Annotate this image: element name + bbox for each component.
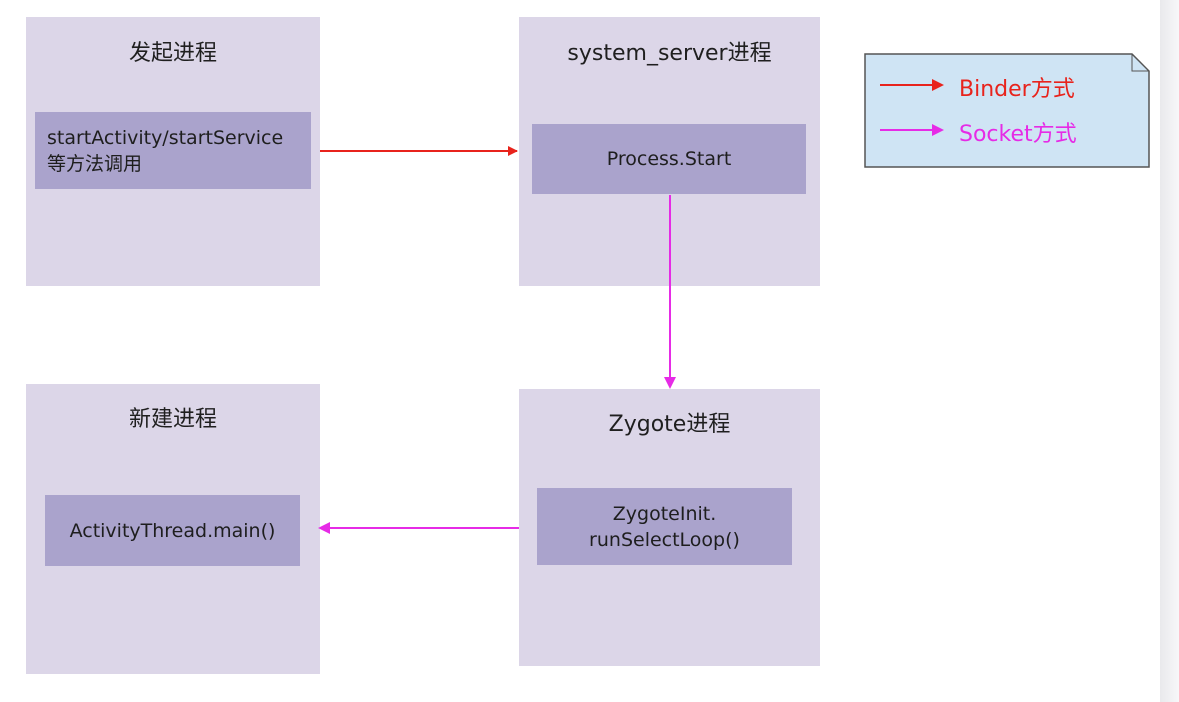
new-process-title: 新建进程	[128, 407, 217, 432]
legend: Binder方式 Socket方式	[864, 53, 1150, 168]
system-server-call-text: Process.Start	[606, 148, 732, 170]
initiator-process-box: 发起进程 startActivity/startService 等方法调用	[26, 17, 320, 286]
legend-socket-arrowhead	[932, 124, 944, 136]
legend-binder-label: Binder方式	[959, 77, 1075, 102]
initiator-call-text: startActivity/startService 等方法调用	[47, 126, 284, 175]
initiator-process-title: 发起进程	[128, 41, 217, 66]
initiator-call-box: startActivity/startService 等方法调用	[35, 112, 311, 189]
legend-frame	[864, 53, 1150, 168]
right-edge-strip	[1160, 0, 1179, 702]
new-process-call-text: ActivityThread.main()	[69, 519, 276, 542]
legend-binder-arrowhead	[932, 79, 944, 91]
zygote-call-box: ZygoteInit. runSelectLoop()	[537, 488, 792, 565]
new-process-call-box: ActivityThread.main()	[45, 495, 300, 566]
system-server-process-title: system_server进程	[567, 41, 772, 66]
system-server-call-box: Process.Start	[532, 124, 806, 194]
legend-socket-label: Socket方式	[959, 122, 1077, 147]
new-process-box: 新建进程 ActivityThread.main()	[26, 384, 320, 674]
system-server-process-box: system_server进程 Process.Start	[519, 17, 820, 286]
zygote-call-text: ZygoteInit. runSelectLoop()	[589, 502, 740, 551]
zygote-process-box: Zygote进程 ZygoteInit. runSelectLoop()	[519, 389, 820, 666]
zygote-process-title: Zygote进程	[608, 412, 731, 437]
